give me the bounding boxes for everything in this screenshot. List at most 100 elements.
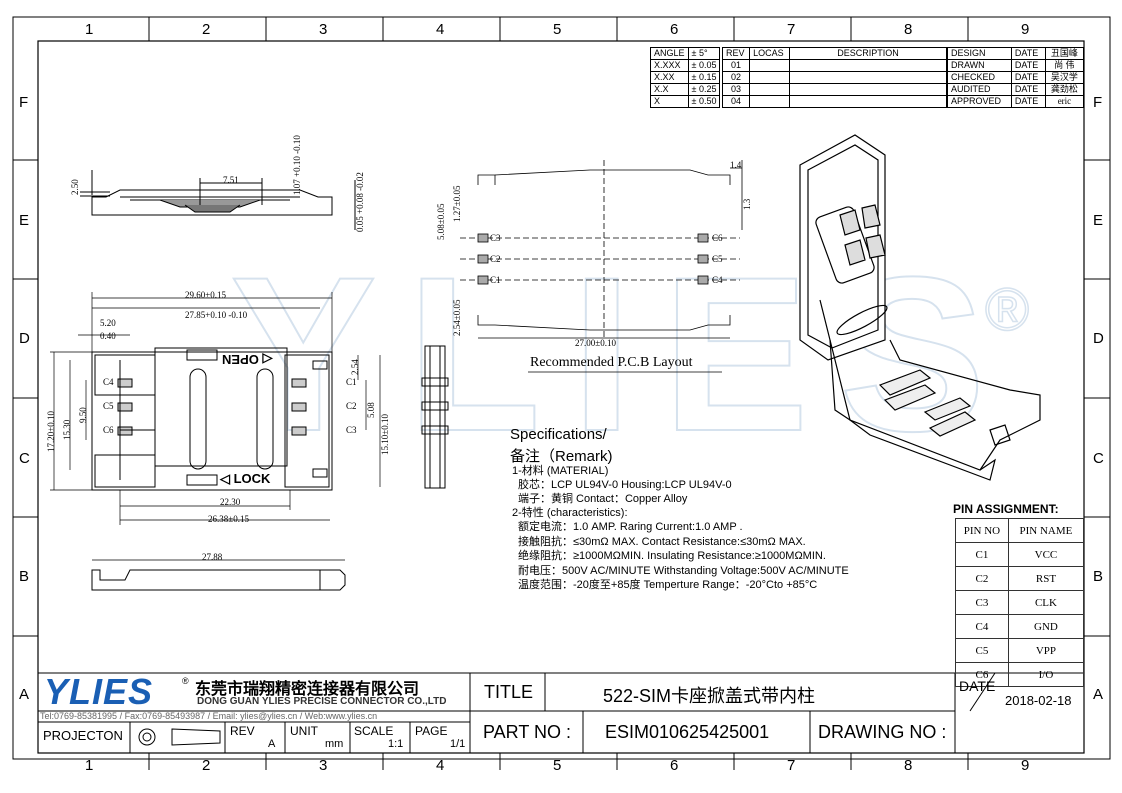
pcb-label-c4: C4 (712, 275, 723, 285)
zone-bottom-5: 5 (553, 757, 562, 774)
title-value: 522-SIM卡座掀盖式带内柱 (603, 686, 816, 706)
rev-value: A (268, 738, 276, 750)
pcb-layout-label: Recommended P.C.B Layout (530, 355, 693, 370)
contact-label-c2: C2 (346, 401, 357, 411)
spec-characteristics: 2-特性 (characteristics): (512, 507, 628, 519)
title-block-lines (38, 672, 1084, 753)
zone-top-8: 8 (904, 21, 913, 38)
connector-side-view (421, 345, 449, 489)
watermark-registered: ® (985, 276, 1029, 343)
spec-current: 额定电流：1.0 AMP. Raring Current:1.0 AMP . (518, 521, 743, 533)
dim-5-08-pcb: 5.08±0.05 (436, 203, 446, 240)
dim-26-38: 26.38±0.15 (208, 514, 249, 524)
zone-top-3: 3 (319, 21, 328, 38)
zone-top-7: 7 (787, 21, 796, 38)
part-no-label: PART NO : (483, 722, 572, 742)
company-contact: Tel:0769-85381995 / Fax:0769-85493987 / … (40, 711, 378, 721)
zone-right-B: B (1093, 568, 1104, 585)
unit-value: mm (325, 738, 344, 750)
date-label: DATE (959, 678, 996, 694)
contact-label-c4: C4 (103, 377, 114, 387)
contact-label-c5: C5 (103, 401, 114, 411)
lock-label: ◁ LOCK (220, 471, 271, 486)
dim-5-20: 5.20 (100, 318, 116, 328)
connector-top-view (91, 347, 333, 491)
zone-left-A: A (19, 686, 30, 703)
page-value: 1/1 (450, 738, 466, 750)
spec-voltage: 耐电压：500V AC/MINUTE Withstanding Voltage:… (518, 565, 849, 577)
dim-27-85: 27.85+0.10 -0.10 (185, 310, 248, 320)
zone-top-2: 2 (202, 21, 211, 38)
projection-label: PROJECTON (43, 728, 123, 743)
pcb-label-c3: C3 (490, 233, 501, 243)
dim-1-27: 1.27±0.05 (452, 185, 462, 222)
company-logo: YLIES (44, 671, 154, 712)
part-no-value: ESIM010625425001 (605, 722, 770, 742)
zone-top-9: 9 (1021, 21, 1030, 38)
registered-mark: ® (182, 676, 189, 686)
contact-label-c1: C1 (346, 377, 357, 387)
spec-remark-title: 备注（Remark) (510, 448, 613, 465)
dimension-lines (50, 292, 381, 561)
pin-assignment-title: PIN ASSIGNMENT: (953, 502, 1059, 516)
zone-bottom-4: 4 (436, 757, 445, 774)
open-label: ◁ OPEN (222, 352, 273, 367)
spec-housing: 胶芯：LCP UL94V-0 Housing:LCP UL94V-0 (518, 479, 732, 491)
zone-left-D: D (19, 330, 30, 347)
connector-3d-view (799, 134, 1041, 481)
pcb-label-c1: C1 (490, 275, 501, 285)
pcb-label-c2: C2 (490, 254, 501, 264)
side-profile-top (80, 170, 356, 230)
zone-bottom-2: 2 (202, 757, 211, 774)
scale-label: SCALE (354, 724, 394, 738)
rev-label: REV (230, 724, 255, 738)
spec-contact: 端子：黄铜 Contact：Copper Alloy (518, 493, 688, 505)
zone-bottom-6: 6 (670, 757, 679, 774)
spec-temperature: 温度范围：-20度至+85度 Temperture Range：-20°Cto … (518, 579, 818, 591)
dim-2-54-pcb: 2.54±0.05 (452, 299, 462, 336)
zone-top-6: 6 (670, 21, 679, 38)
dim-0-40: 0.40 (100, 331, 116, 341)
zone-top-1: 1 (85, 21, 94, 38)
drawing-no-label: DRAWING NO : (818, 722, 947, 742)
scale-value: 1:1 (388, 738, 404, 750)
dim-0-05: 0.05 +0.08 -0.02 (355, 172, 365, 232)
dim-29-60: 29.60±0.15 (185, 290, 226, 300)
dim-2-50: 2.50 (70, 179, 80, 195)
dim-27-88: 27.88 (202, 552, 223, 562)
spec-material: 1-材料 (MATERIAL) (512, 465, 609, 477)
dim-7-51: 7.51 (223, 175, 239, 185)
company-name-en: DONG GUAN YLIES PRECISE CONNECTOR CO.,LT… (197, 696, 447, 707)
zone-bottom-8: 8 (904, 757, 913, 774)
pcb-label-c6: C6 (712, 233, 723, 243)
dim-1-07: 1.07 +0.10 -0.10 (292, 135, 302, 195)
pcb-layout (460, 160, 743, 373)
watermark-text: YLIES (230, 231, 1016, 477)
dim-2-54: 2.54 (350, 359, 360, 375)
dim-1-4: 1.4 (730, 160, 742, 170)
dim-5-08: 5.08 (366, 402, 376, 418)
dim-27-00: 27.00±0.10 (575, 338, 616, 348)
page-label: PAGE (415, 724, 448, 738)
dim-15-30: 15.30 (62, 419, 72, 440)
zone-left-E: E (19, 212, 30, 229)
contact-label-c6: C6 (103, 425, 114, 435)
date-value: 2018-02-18 (1005, 693, 1072, 708)
dim-9-50: 9.50 (78, 407, 88, 423)
zone-right-A: A (1093, 686, 1104, 703)
zone-top-4: 4 (436, 21, 445, 38)
company-name-cn: 东莞市瑞翔精密连接器有限公司 (195, 681, 420, 698)
spec-resistance: 接触阻抗：≤30mΩ MAX. Contact Resistance:≤30mΩ… (518, 536, 806, 548)
unit-label: UNIT (290, 724, 318, 738)
pcb-label-c5: C5 (712, 254, 723, 264)
